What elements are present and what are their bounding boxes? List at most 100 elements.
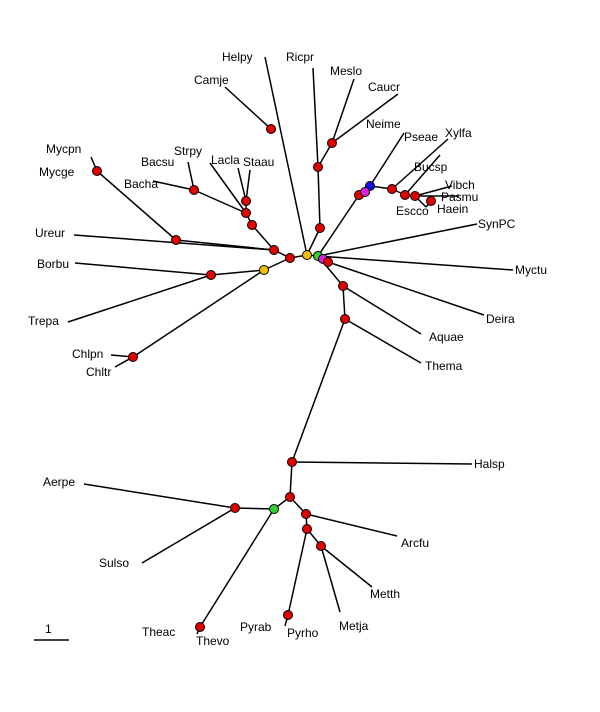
node-red-1 bbox=[313, 162, 323, 172]
branch-27 bbox=[404, 154, 441, 196]
branch-13 bbox=[291, 318, 346, 463]
taxon-label-meslo: Meslo bbox=[330, 64, 362, 78]
branch-35 bbox=[96, 170, 177, 241]
branch-67 bbox=[320, 545, 341, 613]
branch-20 bbox=[264, 56, 308, 256]
taxon-label-ricpr: Ricpr bbox=[286, 50, 314, 64]
branch-56 bbox=[83, 483, 236, 509]
taxon-label-strpy: Strpy bbox=[174, 144, 202, 158]
taxon-label-halsp: Halsp bbox=[474, 457, 505, 471]
node-red-11 bbox=[92, 166, 102, 176]
taxon-label-myctu: Myctu bbox=[515, 263, 547, 277]
branch-57 bbox=[141, 507, 236, 564]
branch-66 bbox=[320, 545, 373, 588]
taxon-label-chlpn: Chlpn bbox=[72, 347, 103, 361]
taxon-label-trepa: Trepa bbox=[28, 314, 59, 328]
branch-21 bbox=[224, 86, 272, 130]
tree-branches bbox=[67, 56, 514, 635]
taxon-label-neime: Neime bbox=[366, 117, 401, 131]
taxon-label-mycge: Mycge bbox=[39, 165, 75, 179]
branch-23 bbox=[331, 78, 355, 144]
branch-33 bbox=[152, 180, 195, 191]
node-red-29 bbox=[285, 492, 295, 502]
taxon-label-synpc: SynPC bbox=[478, 217, 516, 231]
branch-25 bbox=[369, 132, 405, 187]
branch-58 bbox=[199, 508, 275, 628]
branch-50 bbox=[342, 285, 422, 335]
taxon-label-arcfu: Arcfu bbox=[401, 536, 429, 550]
node-red-3 bbox=[315, 223, 325, 233]
taxon-label-mycpn: Mycpn bbox=[46, 142, 81, 156]
branch-55 bbox=[234, 507, 275, 510]
branch-26 bbox=[391, 138, 449, 190]
taxon-label-deira: Deira bbox=[486, 312, 515, 326]
taxon-label-pasmu: Pasmu bbox=[441, 190, 478, 204]
branch-49 bbox=[327, 261, 485, 316]
taxon-label-camje: Camje bbox=[194, 73, 229, 87]
node-red-35 bbox=[195, 622, 205, 632]
branch-12 bbox=[342, 285, 346, 320]
node-red-10 bbox=[426, 196, 436, 206]
node-red-19 bbox=[171, 235, 181, 245]
branch-52 bbox=[291, 461, 473, 465]
taxon-label-bucsp: Bucsp bbox=[414, 160, 448, 174]
node-red-7 bbox=[387, 184, 397, 194]
taxon-label-thema: Thema bbox=[425, 359, 463, 373]
node-yellow-20 bbox=[259, 265, 269, 275]
node-red-14 bbox=[241, 208, 251, 218]
taxon-label-xylfa: Xylfa bbox=[445, 126, 472, 140]
branch-24 bbox=[331, 93, 399, 144]
branch-53 bbox=[289, 461, 293, 498]
branch-9 bbox=[210, 269, 265, 276]
taxon-label-aquae: Aquae bbox=[429, 330, 464, 344]
branch-38 bbox=[74, 262, 212, 276]
taxon-label-pyrho: Pyrho bbox=[287, 626, 319, 640]
taxon-label-chltr: Chltr bbox=[86, 365, 111, 379]
node-red-22 bbox=[128, 352, 138, 362]
node-red-27 bbox=[340, 314, 350, 324]
taxon-label-haein: Haein bbox=[437, 202, 468, 216]
taxon-label-vibch: Vibch bbox=[445, 178, 475, 192]
taxon-label-helpy: Helpy bbox=[222, 50, 253, 64]
node-red-2 bbox=[327, 138, 337, 148]
taxon-label-theac: Theac bbox=[142, 625, 175, 639]
taxon-label-pyrab: Pyrab bbox=[240, 620, 272, 634]
node-green-30 bbox=[269, 504, 279, 514]
branch-40 bbox=[132, 269, 265, 358]
taxon-label-thevo: Thevo bbox=[196, 634, 230, 648]
branch-14 bbox=[317, 194, 360, 257]
taxon-label-ureur: Ureur bbox=[35, 226, 65, 240]
branch-62 bbox=[287, 528, 308, 616]
branch-51 bbox=[344, 318, 422, 364]
taxon-label-pseae: Pseae bbox=[404, 130, 438, 144]
node-red-25 bbox=[323, 257, 333, 267]
node-red-12 bbox=[189, 185, 199, 195]
branch-31 bbox=[209, 162, 247, 214]
tree-nodes bbox=[92, 124, 436, 632]
node-red-26 bbox=[338, 281, 348, 291]
taxon-label-borbu: Borbu bbox=[37, 257, 69, 271]
scale-bar: 1 bbox=[34, 622, 69, 641]
node-red-13 bbox=[241, 196, 251, 206]
node-red-21 bbox=[206, 270, 216, 280]
node-red-34 bbox=[316, 541, 326, 551]
node-red-32 bbox=[301, 509, 311, 519]
taxon-label-metja: Metja bbox=[339, 619, 369, 633]
branch-48 bbox=[317, 255, 514, 271]
node-red-31 bbox=[230, 503, 240, 513]
branch-1 bbox=[317, 166, 321, 229]
taxon-label-lacla: Lacla bbox=[211, 153, 240, 167]
branch-7 bbox=[193, 189, 247, 214]
node-magenta-6 bbox=[360, 187, 370, 197]
branch-22 bbox=[312, 67, 319, 168]
taxon-label-staau: Staau bbox=[243, 155, 274, 169]
taxon-label-caucr: Caucr bbox=[368, 80, 400, 94]
node-red-0 bbox=[266, 124, 276, 134]
branch-43 bbox=[414, 185, 453, 197]
taxon-label-bacha: Bacha bbox=[124, 177, 158, 191]
taxon-label-bacsu: Bacsu bbox=[141, 155, 174, 169]
node-red-36 bbox=[283, 610, 293, 620]
node-yellow-18 bbox=[302, 250, 312, 260]
